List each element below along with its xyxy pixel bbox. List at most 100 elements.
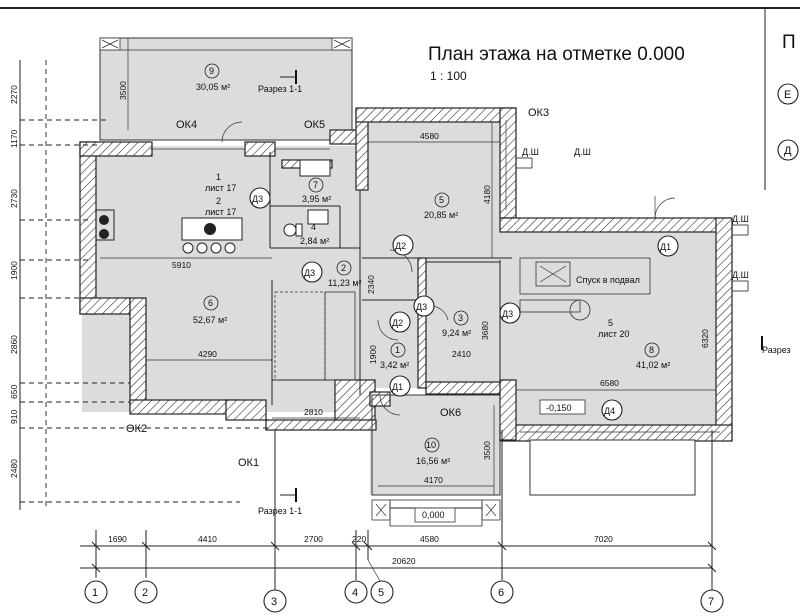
door-d1-b: Д1 [392, 382, 403, 392]
room-3-num: 3 [458, 313, 463, 323]
room-5-num: 5 [439, 195, 444, 205]
room-4-num: 4 [311, 222, 316, 232]
porch-outline [371, 394, 501, 527]
window-ok6: ОК6 [440, 407, 461, 419]
axis-7: 7 [708, 596, 714, 608]
section-marks: Разрез 1-1 Разрез 1-1 Разрез [258, 70, 791, 516]
window-ok2: ОК2 [126, 423, 147, 435]
section-bottom-label: Разрез 1-1 [258, 506, 302, 516]
room-3-area: 9,24 м² [442, 328, 471, 338]
floor-areas [82, 38, 725, 495]
window-ok5: ОК5 [304, 119, 325, 131]
axis-lines [19, 60, 713, 590]
dim-room8-width: 6580 [600, 378, 619, 388]
dim-left-1900: 1900 [9, 261, 19, 280]
room-1-vest-area: 3,42 м² [380, 360, 409, 370]
dim-bottom-4410: 4410 [198, 534, 217, 544]
plan-title: План этажа на отметке 0.000 [428, 44, 685, 65]
dim-left-2270: 2270 [9, 85, 19, 104]
dim-room6-bottom: 4290 [198, 349, 217, 359]
room-1-sheet: лист 17 [205, 183, 236, 193]
door-d3-d: Д3 [502, 309, 513, 319]
dim-room1-height: 1900 [368, 345, 378, 364]
level-mark-porch: 0,000 [422, 510, 445, 520]
window-ok4: ОК4 [176, 119, 197, 131]
dim-room3-height: 3680 [480, 321, 490, 340]
axis-bubbles: 1 2 3 4 5 6 7 [84, 559, 724, 613]
section-top-label: Разрез 1-1 [258, 84, 302, 94]
dim-left-650: 650 [9, 385, 19, 399]
door-d3-c: Д3 [416, 302, 427, 312]
dim-bottom-220: 220 [352, 534, 366, 544]
door-d3-b: Д3 [304, 268, 315, 278]
room-labels: 9 30,05 м² 1 лист 17 2 лист 17 7 3,95 м²… [193, 63, 670, 466]
next-title-fragment: П [782, 32, 796, 53]
dim-stair-width: 2810 [304, 407, 323, 417]
kitchen-island [95, 209, 243, 254]
door-d2-a: Д2 [395, 241, 406, 251]
axis-5: 5 [378, 587, 384, 599]
axis-2: 2 [142, 587, 148, 599]
window-marks [134, 120, 720, 433]
room-1-vest-num: 1 [395, 345, 400, 355]
dim-room8-height: 6320 [700, 329, 710, 348]
basement-stair [519, 257, 651, 321]
room-2-hall-num: 2 [341, 263, 346, 273]
dim-bottom-4580: 4580 [420, 534, 439, 544]
axis-marker-d-label: Д [784, 145, 792, 157]
dim-left-1170: 1170 [9, 129, 19, 148]
shaft-4: Д.Ш [732, 270, 749, 280]
stairs [274, 291, 356, 381]
axis-marker-d [777, 139, 799, 161]
bottom-dimensions: 1690 4410 2700 220 4580 7020 20620 [108, 534, 613, 566]
room-10-num: 10 [426, 440, 436, 450]
axis-marker-e-label: Е [784, 89, 791, 101]
bottom-dimension-lines [80, 541, 717, 573]
dim-left-910: 910 [9, 410, 19, 424]
room-7-num: 7 [313, 180, 318, 190]
dim-terrace-height: 3500 [118, 81, 128, 100]
room-5-ref-num: 5 [608, 318, 613, 328]
axis-4: 4 [352, 587, 358, 599]
dim-stair-2340: 2340 [366, 275, 376, 294]
bathroom-fixtures [283, 159, 331, 237]
room-9-area: 30,05 м² [196, 82, 230, 92]
ramp-outline [529, 399, 696, 496]
door-d2-b: Д2 [392, 318, 403, 328]
shaft-labels: Д.Ш Д.Ш Д.Ш Д.Ш [515, 147, 749, 292]
shaft-3: Д.Ш [732, 214, 749, 224]
room-9-num: 9 [209, 66, 214, 76]
window-labels: ОК4 ОК5 ОК3 ОК2 ОК1 ОК6 [126, 107, 549, 469]
window-ok1: ОК1 [238, 457, 259, 469]
dim-left-2860: 2860 [9, 335, 19, 354]
exterior-walls [79, 107, 733, 442]
terrace-outline [99, 37, 353, 141]
room-2-num: 2 [216, 196, 221, 206]
axis-marker-e [777, 83, 799, 105]
room-4-area: 2,84 м² [300, 236, 329, 246]
room-8-num: 8 [649, 345, 654, 355]
room-8-area: 41,02 м² [636, 360, 670, 370]
dim-porch-height: 3500 [482, 441, 492, 460]
room-5-area: 20,85 м² [424, 210, 458, 220]
dim-porch-width: 4170 [424, 475, 443, 485]
section-right-label: Разрез [762, 345, 791, 355]
door-d4: Д4 [604, 406, 615, 416]
dim-bottom-7020: 7020 [594, 534, 613, 544]
dim-bottom-2700: 2700 [304, 534, 323, 544]
axis-6: 6 [498, 587, 504, 599]
axis-3: 3 [271, 596, 277, 608]
dim-room5-height: 4180 [482, 185, 492, 204]
door-labels: Д3 Д2 Д3 Д2 Д3 Д1 Д3 Д1 Д4 [249, 187, 679, 421]
room-7-area: 3,95 м² [302, 194, 331, 204]
room-6-num: 6 [208, 298, 213, 308]
room-2-sheet: лист 17 [205, 207, 236, 217]
basement-stairs-label: Спуск в подвал [576, 275, 640, 285]
plan-scale: 1 : 100 [430, 69, 467, 83]
shaft-2: Д.Ш [574, 147, 591, 157]
shaft-1: Д.Ш [522, 147, 539, 157]
left-dimensions: 2270 1170 2730 1900 2860 650 910 2480 [9, 85, 19, 478]
door-d1-a: Д1 [660, 242, 671, 252]
room-5-ref-sheet: лист 20 [598, 329, 629, 339]
